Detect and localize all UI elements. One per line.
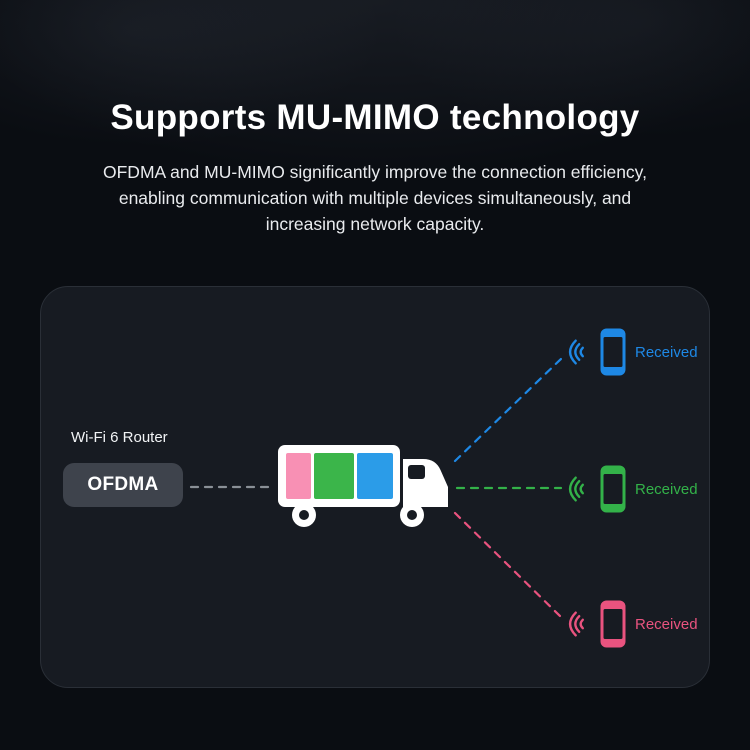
dash-link-truck-to-top-phone: [453, 355, 565, 463]
cargo-block-blue: [357, 453, 393, 499]
ofdma-badge: OFDMA: [63, 463, 183, 507]
truck-cab-window: [408, 465, 425, 479]
phone-icon: [600, 600, 626, 648]
diagram-panel: Wi-Fi 6 Router OFDMA Received: [40, 286, 710, 688]
receiver-middle: Received: [563, 463, 698, 515]
cargo-block-green: [314, 453, 354, 499]
router-label: Wi-Fi 6 Router: [71, 429, 168, 446]
truck-rear-wheel-hub: [299, 510, 309, 520]
phone-icon: [600, 465, 626, 513]
page-subtitle: OFDMA and MU-MIMO significantly improve …: [103, 162, 647, 234]
delivery-truck-icon: [278, 445, 448, 527]
received-label: Received: [635, 615, 698, 633]
wifi-signal-icon: [568, 611, 584, 637]
dash-link-truck-to-bottom-phone: [453, 511, 565, 621]
truck-front-wheel-hub: [407, 510, 417, 520]
receiver-top: Received: [563, 326, 698, 378]
diagram-canvas: [189, 355, 565, 621]
wifi-signal-icon: [568, 339, 584, 365]
page-title: Supports MU-MIMO technology: [110, 98, 640, 137]
received-label: Received: [635, 343, 698, 361]
cargo-block-pink: [286, 453, 311, 499]
phone-icon: [600, 328, 626, 376]
receiver-bottom: Received: [563, 598, 698, 650]
wifi-signal-icon: [568, 476, 584, 502]
received-label: Received: [635, 480, 698, 498]
